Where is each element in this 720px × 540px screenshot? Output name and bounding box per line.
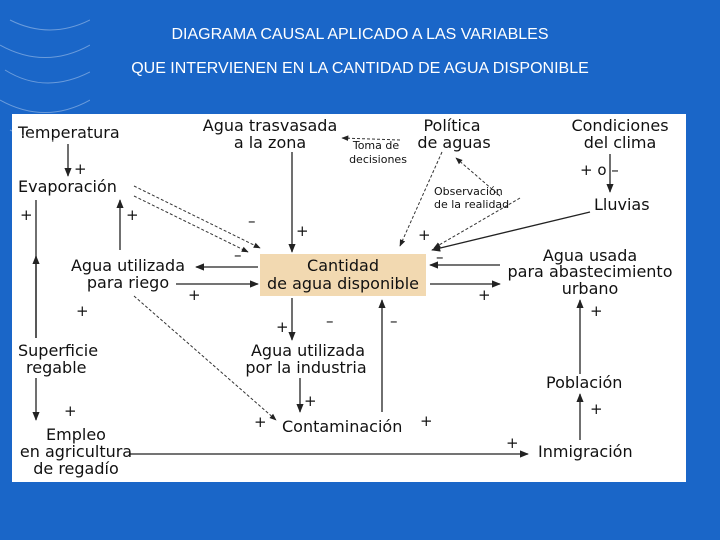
sign-cantidad-abast: +: [478, 286, 491, 304]
edge-lluvias-cantidad: [431, 211, 591, 252]
sign-abast-cantidad: –: [436, 248, 444, 266]
sign-cantidad-industria: +: [276, 318, 289, 336]
edge-riego-contaminacion: [133, 295, 277, 421]
node-superficie-1: Superficie: [18, 341, 98, 360]
sign-temp-cantidad: –: [234, 246, 242, 264]
node-superficie-2: regable: [26, 358, 86, 377]
node-politica-1: Política: [423, 116, 480, 135]
node-condiciones-1: Condiciones: [571, 116, 668, 135]
title-line-1: DIAGRAMA CAUSAL APLICADO A LAS VARIABLES: [171, 26, 549, 43]
node-riego-2: para riego: [87, 273, 169, 292]
central-box: [260, 254, 426, 296]
node-poblacion: Población: [546, 373, 622, 392]
node-cantidad-2: de agua disponible: [267, 274, 419, 293]
sign-evap-cantidad: –: [248, 212, 256, 230]
sign-contaminacion-cantidad: –: [390, 312, 398, 330]
edges-solid: [32, 144, 614, 458]
edge-observacion-cantidad: [433, 197, 521, 249]
nodes: Temperatura Evaporación Agua trasvasada …: [17, 116, 672, 478]
diagram-panel: [12, 114, 686, 482]
sign-riego-evap: +: [126, 206, 139, 224]
node-empleo-1: Empleo: [46, 425, 106, 444]
sign-industria-contaminacion: +: [304, 392, 317, 410]
sign-contaminacion-extra: +: [420, 412, 433, 430]
node-contaminacion: Contaminación: [282, 417, 402, 436]
node-lluvias: Lluvias: [594, 195, 650, 214]
edges-dashed: [133, 135, 521, 421]
sign-industria-cantidad: –: [326, 312, 334, 330]
sign-riego-contaminacion: +: [254, 413, 267, 431]
node-abastecimiento-3: urbano: [562, 279, 619, 298]
edge-temp-cantidad: [133, 195, 249, 253]
sign-clima-lluvias: + o –: [580, 161, 619, 179]
node-toma-decisiones-1: Toma de: [352, 139, 400, 152]
node-agua-trasvasada-2: a la zona: [234, 133, 306, 152]
node-riego-1: Agua utilizada: [71, 256, 185, 275]
sign-empleo-inmigracion: +: [506, 434, 519, 452]
sign-riego-cantidad: +: [188, 286, 201, 304]
sign-trasvasada-cantidad: +: [296, 222, 309, 240]
node-inmigracion: Inmigración: [538, 442, 633, 461]
node-industria-1: Agua utilizada: [251, 341, 365, 360]
node-condiciones-2: del clima: [584, 133, 657, 152]
edge-politica-cantidad: [399, 151, 443, 247]
polarity-signs: + + + – + + + o – – – + + + + – – + + + …: [20, 160, 619, 452]
sign-evap-superficie: +: [20, 206, 33, 224]
node-evaporacion: Evaporación: [18, 177, 117, 196]
node-observacion-1: Observación: [434, 185, 503, 198]
node-observacion-2: de la realidad: [434, 198, 509, 211]
sign-politica-cantidad: +: [418, 226, 431, 244]
node-temperatura: Temperatura: [17, 123, 120, 142]
node-agua-trasvasada-1: Agua trasvasada: [203, 116, 338, 135]
title-line-2: QUE INTERVIENEN EN LA CANTIDAD DE AGUA D…: [131, 60, 589, 77]
sign-superficie-riego: +: [76, 302, 89, 320]
node-empleo-3: de regadío: [33, 459, 119, 478]
node-abastecimiento-2: para abastecimiento: [508, 262, 673, 281]
node-empleo-2: en agricultura: [20, 442, 132, 461]
sign-inmigracion-poblacion: +: [590, 400, 603, 418]
decorative-waves: [0, 19, 90, 141]
sign-poblacion-abast: +: [590, 302, 603, 320]
sign-temp-evap: +: [74, 160, 87, 178]
node-industria-2: por la industria: [245, 358, 366, 377]
edge-evap-cantidad: [133, 185, 261, 249]
node-politica-2: de aguas: [417, 133, 490, 152]
sign-superficie-empleo: +: [64, 402, 77, 420]
node-toma-decisiones-2: decisiones: [349, 153, 407, 166]
node-abastecimiento-1: Agua usada: [543, 246, 637, 265]
node-cantidad-1: Cantidad: [307, 256, 379, 275]
